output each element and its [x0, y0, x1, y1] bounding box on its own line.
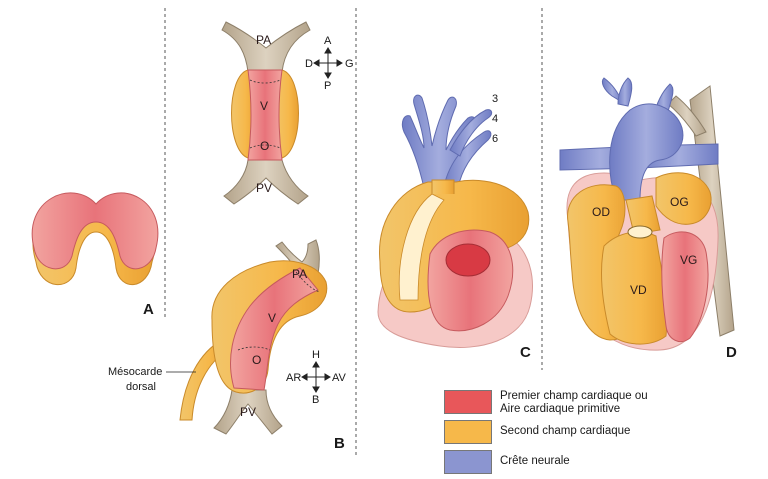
panel-c-label: C [520, 344, 531, 361]
legend-item-first-field: Premier champ cardiaque ou Aire cardiaqu… [444, 390, 648, 416]
b-top-o-label: O [260, 139, 269, 153]
compass-bottom-h: H [312, 349, 320, 361]
chamber-vg: VG [680, 253, 697, 267]
arch-number-4: 4 [492, 113, 498, 125]
legend-first-line1: Premier champ cardiaque ou [500, 390, 648, 403]
chamber-vd: VD [630, 283, 647, 297]
legend-text-second-field: Second champ cardiaque [500, 425, 630, 438]
b-top-pa-label: PA [256, 33, 271, 47]
legend-swatch-red [444, 390, 492, 414]
compass-bottom-av: AV [332, 372, 347, 384]
compass-top-icon [314, 48, 342, 78]
legend: Premier champ cardiaque ou Aire cardiaqu… [444, 390, 764, 476]
b-bottom-pv-label: PV [240, 405, 256, 419]
panel-b-top-tube [222, 22, 310, 204]
legend-item-second-field: Second champ cardiaque [444, 420, 630, 444]
panel-a-crescent [32, 193, 158, 285]
arch-number-6: 6 [492, 133, 498, 145]
legend-first-line2: Aire cardiaque primitive [500, 403, 648, 416]
legend-third-line1: Crête neurale [500, 455, 570, 468]
panel-c-heart [378, 95, 533, 347]
compass-top-d: D [305, 58, 313, 70]
legend-text-neural-crest: Crête neurale [500, 455, 570, 468]
mesocarde-line1: Mésocarde [108, 366, 162, 378]
legend-item-neural-crest: Crête neurale [444, 450, 570, 474]
panel-b-label: B [334, 435, 345, 452]
compass-top-g: G [345, 58, 354, 70]
b-bottom-o-label: O [252, 353, 261, 367]
compass-top-p: P [324, 80, 331, 92]
panel-d-label: D [726, 344, 737, 361]
chamber-og: OG [670, 195, 689, 209]
panel-d-heart [560, 78, 734, 350]
b-top-pv-label: PV [256, 181, 272, 195]
b-bottom-pa-label: PA [292, 267, 307, 281]
legend-swatch-yellow [444, 420, 492, 444]
compass-top-a: A [324, 35, 332, 47]
b-top-v-label: V [260, 99, 268, 113]
panel-a-label: A [143, 301, 154, 318]
legend-swatch-blue [444, 450, 492, 474]
legend-text-first-field: Premier champ cardiaque ou Aire cardiaqu… [500, 390, 648, 416]
compass-bottom-ar: AR [286, 372, 301, 384]
compass-bottom-b: B [312, 394, 319, 406]
legend-second-line1: Second champ cardiaque [500, 425, 630, 438]
arch-number-3: 3 [492, 93, 498, 105]
compass-bottom-icon [302, 362, 330, 392]
chamber-od: OD [592, 205, 610, 219]
b-bottom-v-label: V [268, 311, 276, 325]
mesocarde-line2: dorsal [126, 381, 156, 393]
